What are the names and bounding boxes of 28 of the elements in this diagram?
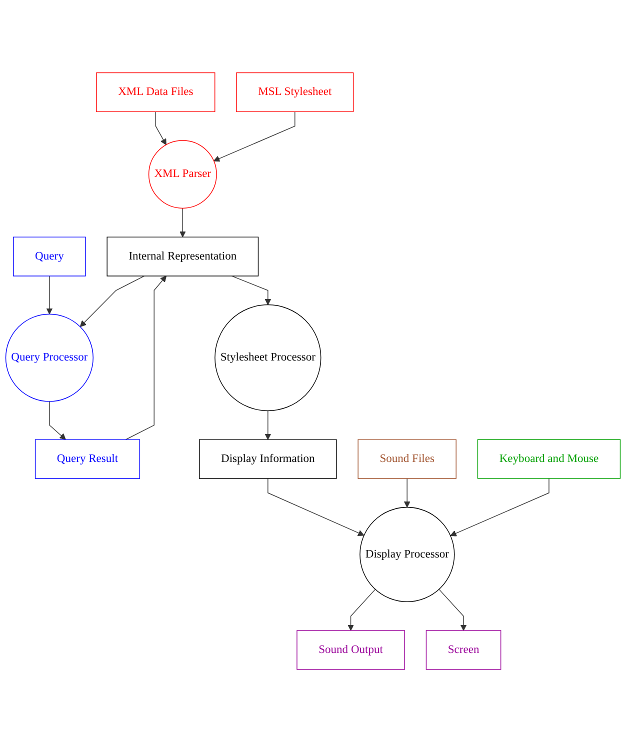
node-box: Screen [426, 630, 502, 670]
arrow [125, 276, 167, 440]
arrow [268, 478, 364, 536]
arrow [450, 478, 550, 537]
node-box: Query Result [34, 440, 140, 480]
node-circle: Display Processor [360, 507, 455, 602]
node-box: XML Data Files [96, 72, 216, 112]
node-box: Query [13, 237, 86, 277]
arrow [231, 276, 272, 306]
arrow [348, 589, 376, 632]
node-box: Sound Files [358, 440, 456, 480]
node-circle: Query Processor [5, 314, 94, 402]
arrow [213, 112, 296, 162]
node-box: Internal Representation [106, 237, 259, 277]
node-box: Sound Output [296, 630, 405, 670]
arrow [49, 401, 66, 440]
node-box: Keyboard and Mouse [477, 440, 621, 480]
arrow [46, 276, 53, 315]
node-box: MSL Stylesheet [236, 72, 354, 112]
node-box: Display Information [199, 440, 337, 480]
arrow [404, 478, 410, 508]
arrow [155, 112, 166, 146]
arrow [80, 276, 145, 328]
arrow [264, 410, 272, 440]
arrow [438, 589, 467, 632]
arrow [180, 208, 186, 238]
node-circle: Stylesheet Processor [214, 304, 322, 412]
node-circle: XML Parser [148, 140, 217, 209]
